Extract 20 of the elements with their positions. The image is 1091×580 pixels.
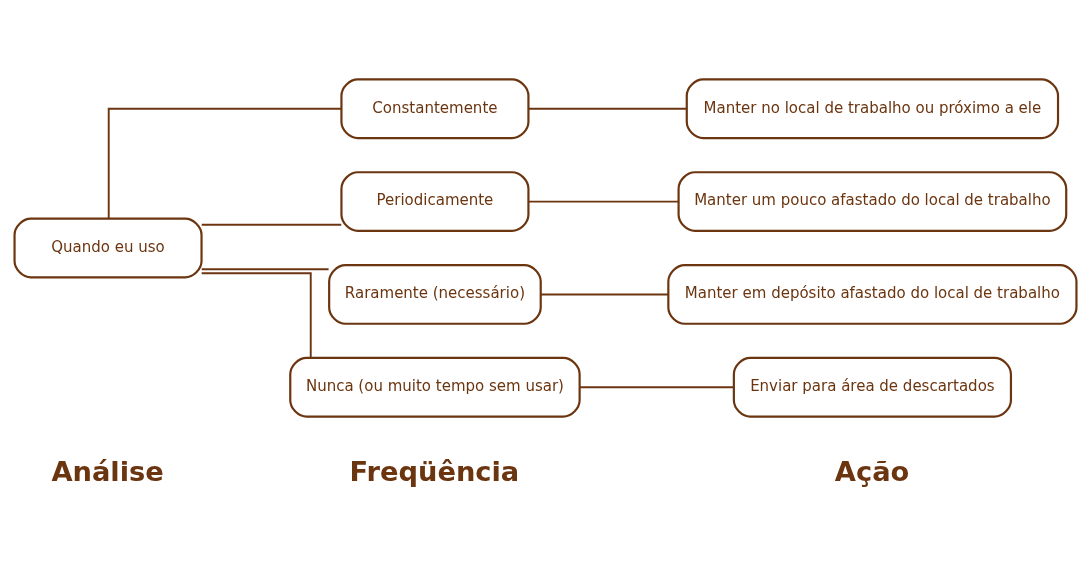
label: Análise bbox=[51, 456, 164, 488]
connector bbox=[200, 272, 312, 359]
connector bbox=[200, 268, 330, 271]
connector bbox=[107, 107, 342, 220]
node-box: Quando eu uso bbox=[13, 217, 203, 279]
node-box: Manter um pouco afastado do local de trabalho bbox=[677, 171, 1068, 233]
connector bbox=[527, 107, 688, 110]
connector bbox=[539, 293, 670, 296]
connector bbox=[579, 386, 735, 389]
node-box: Nunca (ou muito tempo sem usar) bbox=[289, 356, 581, 418]
label: Freqüência bbox=[349, 456, 520, 488]
label: Ação bbox=[834, 456, 910, 488]
node-box: Raramente (necessário) bbox=[328, 264, 542, 325]
connector bbox=[527, 200, 680, 203]
node-box: Manter no local de trabalho ou próximo a ele bbox=[685, 78, 1060, 140]
node-box: Manter em depósito afastado do local de trabalho bbox=[667, 264, 1078, 325]
node-box: Constantemente bbox=[340, 78, 530, 140]
node-box: Periodicamente bbox=[340, 171, 530, 233]
node-box: Enviar para área de descartados bbox=[732, 356, 1013, 418]
connector bbox=[200, 223, 343, 226]
